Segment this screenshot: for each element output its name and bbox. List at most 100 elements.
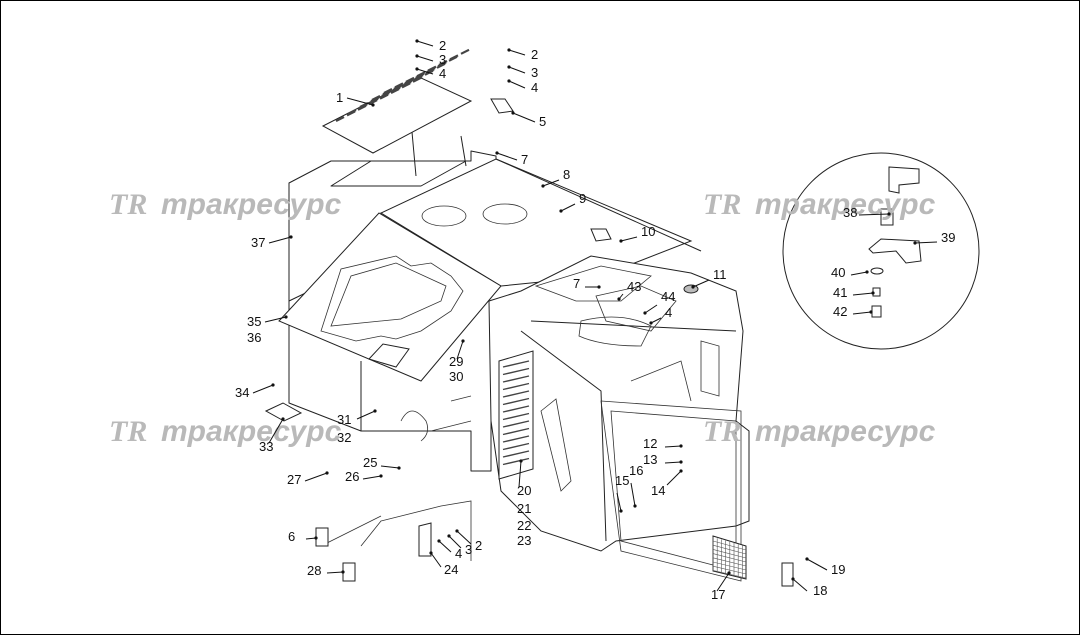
callout-4: 4	[649, 305, 672, 325]
callout-15: 15	[615, 473, 629, 513]
leader-line	[268, 236, 292, 244]
roof-grille-panel	[321, 48, 473, 154]
grille-line	[502, 390, 530, 398]
callout-33: 33	[259, 417, 285, 454]
callout-17: 17	[711, 571, 731, 602]
callout-label: 11	[713, 267, 727, 282]
mesh-line	[712, 561, 747, 571]
callout-label: 28	[307, 563, 321, 578]
callout-label: 23	[517, 533, 531, 548]
leader-line	[356, 410, 376, 420]
callout-24: 24	[429, 551, 458, 577]
leader-line	[496, 152, 518, 161]
leader-line	[542, 179, 560, 187]
grille-slot	[405, 76, 415, 83]
leader-line	[326, 571, 344, 574]
leader-line	[644, 304, 658, 314]
leader-dot	[559, 209, 563, 213]
leader-line	[508, 66, 526, 74]
callout-label: 2	[531, 47, 538, 62]
callout-label: 25	[363, 455, 377, 470]
callout-label: 16	[629, 463, 643, 478]
callout-44: 44	[643, 289, 675, 315]
leader-dot	[429, 551, 433, 555]
part-28	[342, 562, 356, 582]
svg-text:тракресурс: тракресурс	[755, 188, 936, 221]
part-5	[490, 98, 514, 114]
callout-5: 5	[511, 111, 546, 129]
callout-25: 25	[363, 455, 401, 470]
callout-16: 16	[629, 463, 643, 508]
leader-dot	[507, 48, 511, 52]
leader-dot	[397, 466, 401, 470]
leader-dot	[437, 539, 441, 543]
callout-9: 9	[559, 191, 586, 213]
callout-30: 30	[449, 369, 463, 384]
lower-outline	[320, 395, 472, 561]
callout-37: 37	[251, 235, 293, 250]
leader-dot	[633, 504, 637, 508]
callout-label: 37	[251, 235, 265, 250]
callout-label: 6	[288, 529, 295, 544]
leader-line	[560, 203, 576, 212]
callout-label: 2	[475, 538, 482, 553]
leader-dot	[461, 339, 465, 343]
callout-6: 6	[288, 529, 318, 544]
svg-text:тракресурс: тракресурс	[161, 188, 342, 221]
leader-line	[664, 445, 682, 448]
leader-dot	[913, 241, 917, 245]
grille-line	[502, 397, 530, 406]
leader-dot	[325, 471, 329, 475]
callout-2: 2	[455, 529, 482, 553]
leader-line	[268, 418, 284, 444]
callout-32: 32	[337, 430, 351, 445]
leader-line	[616, 492, 622, 512]
callout-label: 10	[641, 224, 655, 239]
callout-label: 39	[941, 230, 955, 245]
callout-23: 23	[517, 533, 531, 548]
grille-slot	[394, 82, 404, 89]
callout-label: 2	[439, 38, 446, 53]
grille-line	[502, 375, 530, 383]
leader-line	[806, 558, 828, 571]
leader-dot	[805, 557, 809, 561]
leader-line	[416, 68, 434, 75]
callout-label: 38	[843, 205, 857, 220]
callout-label: 4	[439, 66, 446, 81]
leader-line	[416, 40, 434, 47]
leader-dot	[619, 509, 623, 513]
svg-text:TR: TR	[109, 415, 147, 448]
grille-slot	[449, 54, 459, 61]
grille-slot	[347, 109, 357, 115]
callout-1: 1	[336, 90, 375, 107]
callout-27: 27	[287, 471, 329, 487]
callout-7: 7	[573, 276, 601, 291]
leader-line	[792, 578, 808, 592]
leader-dot	[281, 417, 285, 421]
callout-label: 13	[643, 452, 657, 467]
callout-10: 10	[619, 224, 655, 243]
leader-dot	[379, 474, 383, 478]
callout-4: 4	[437, 539, 462, 561]
callout-label: 3	[439, 52, 446, 67]
callout-label: 41	[833, 285, 847, 300]
callout-2: 2	[415, 38, 446, 53]
grille-slot	[460, 48, 470, 55]
svg-text:TR: TR	[109, 188, 147, 221]
leader-dot	[679, 469, 683, 473]
leader-line	[664, 461, 682, 464]
callout-34: 34	[235, 383, 275, 400]
leader-line	[508, 80, 526, 89]
leader-line	[858, 213, 890, 216]
callout-label: 29	[449, 354, 463, 369]
watermark-top-left: TR тракресурс	[109, 188, 342, 221]
leader-dot	[507, 79, 511, 83]
leader-line	[362, 475, 382, 480]
callout-label: 26	[345, 469, 359, 484]
leader-line	[304, 472, 328, 482]
callout-label: 32	[337, 430, 351, 445]
grille-line	[502, 442, 530, 451]
svg-text:TR: TR	[703, 415, 741, 448]
callout-label: 35	[247, 314, 261, 329]
